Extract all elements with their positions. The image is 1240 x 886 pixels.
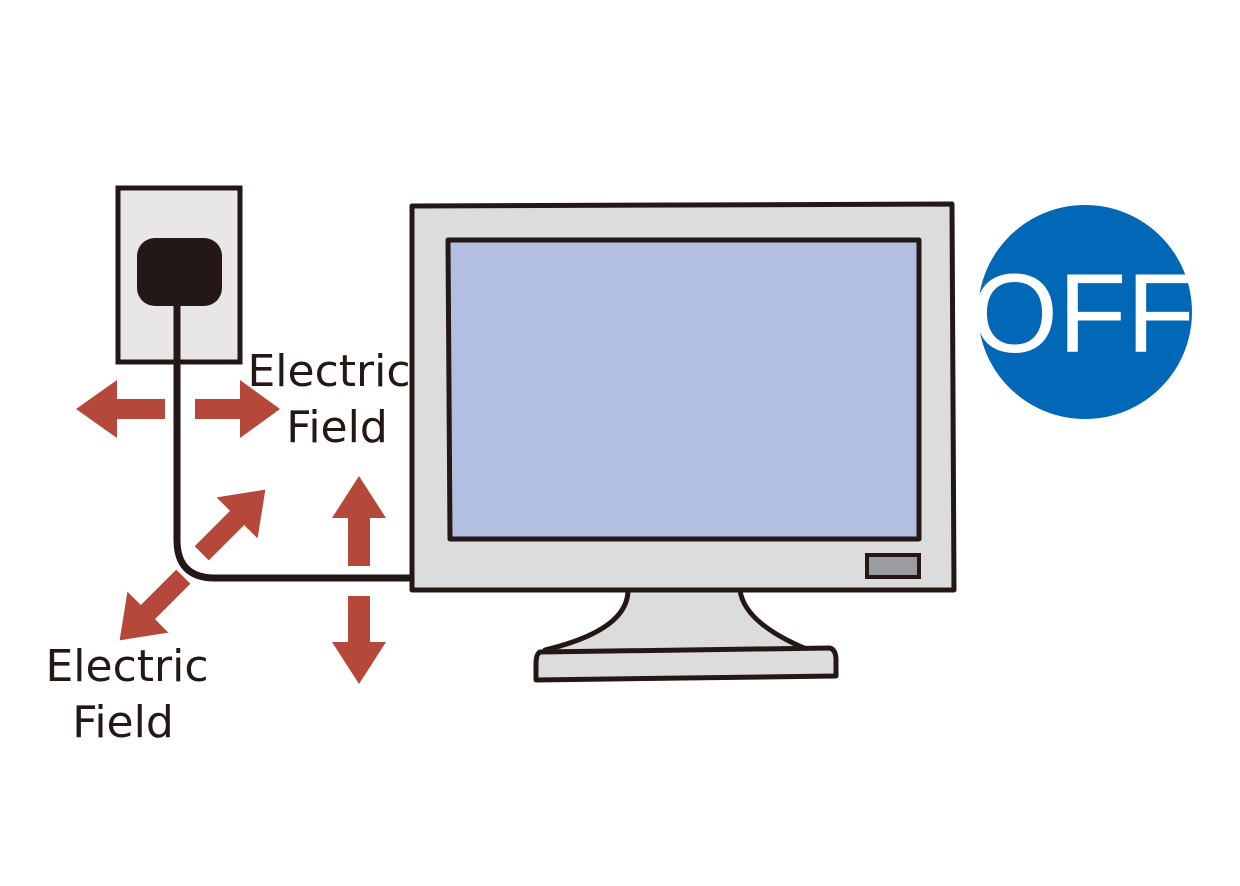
arrow-icon xyxy=(332,476,386,566)
monitor-icon xyxy=(409,201,957,683)
power-cord xyxy=(173,302,416,582)
arrow-icon xyxy=(76,380,165,438)
electric-field-label-lower: Electric Field xyxy=(45,641,208,748)
electric-field-arrows xyxy=(76,380,386,684)
power-plug-icon xyxy=(137,238,222,306)
status-badge-text: OFF xyxy=(971,251,1195,376)
monitor-power-button xyxy=(865,553,921,579)
label-line2: Field xyxy=(286,402,388,453)
monitor-stand-base xyxy=(533,645,839,683)
arrow-icon xyxy=(194,489,266,561)
label-line2: Field xyxy=(72,697,174,748)
arrow-icon xyxy=(332,596,386,684)
label-line1: Electric xyxy=(45,641,208,692)
arrow-icon xyxy=(119,569,191,641)
arrow-icon xyxy=(195,380,280,438)
electric-field-label-upper: Electric Field xyxy=(247,346,410,453)
label-line1: Electric xyxy=(247,346,410,397)
monitor-screen xyxy=(445,237,922,542)
status-badge: OFF xyxy=(971,205,1195,419)
